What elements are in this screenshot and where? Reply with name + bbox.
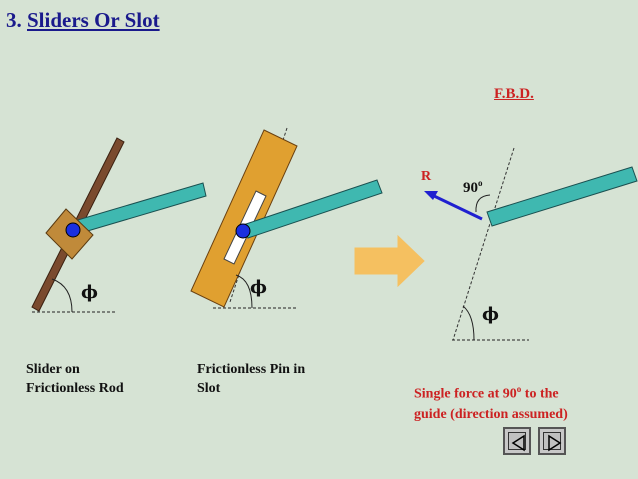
slot-angle-arc <box>235 274 253 309</box>
slot-phi-label: ϕ <box>250 277 267 298</box>
angle-90-label: 90o <box>463 178 483 196</box>
slider-pin <box>65 222 81 238</box>
fbd-phi-label: ϕ <box>482 304 499 325</box>
fbd-heading: F.B.D. <box>494 86 534 102</box>
reaction-label: R <box>421 169 432 184</box>
slider-caption-line2: Frictionless Rod <box>26 381 124 396</box>
triangle-left-icon <box>511 434 525 452</box>
reaction-arrow-line <box>431 193 483 221</box>
slider-caption-line1: Slider on <box>26 362 80 377</box>
force-caption-line2: guide (direction assumed) <box>414 406 568 422</box>
transition-arrow <box>354 234 425 288</box>
slide-title: 3. Sliders Or Slot <box>6 8 160 33</box>
reaction-arrow-head <box>424 191 438 200</box>
slot-pin <box>235 223 251 239</box>
slider-caption: Slider on Frictionless Rod <box>26 360 124 398</box>
fbd-guide-line <box>452 147 515 341</box>
right-angle-arc <box>475 194 491 213</box>
slider-angle-arc <box>51 278 73 313</box>
fbd-angle-arc <box>462 305 475 341</box>
slide-title-text: Sliders Or Slot <box>27 8 160 32</box>
force-caption-line1: Single force at 90o to the <box>414 384 559 402</box>
next-slide-button[interactable] <box>538 427 566 455</box>
fbd-arm <box>486 166 638 227</box>
force-caption: Single force at 90o to the guide (direct… <box>414 379 568 425</box>
pin-caption: Frictionless Pin in Slot <box>197 360 305 398</box>
slider-phi-label: ϕ <box>81 282 98 303</box>
previous-slide-button[interactable] <box>503 427 531 455</box>
slot-diagram: ϕ <box>190 127 383 309</box>
slide-number: 3. <box>6 8 22 32</box>
pin-caption-line2: Slot <box>197 381 221 396</box>
fbd-diagram: R 90o ϕ <box>421 147 638 341</box>
triangle-right-icon <box>548 434 562 452</box>
slider-diagram: ϕ <box>31 137 207 313</box>
pin-caption-line1: Frictionless Pin in <box>197 362 306 377</box>
